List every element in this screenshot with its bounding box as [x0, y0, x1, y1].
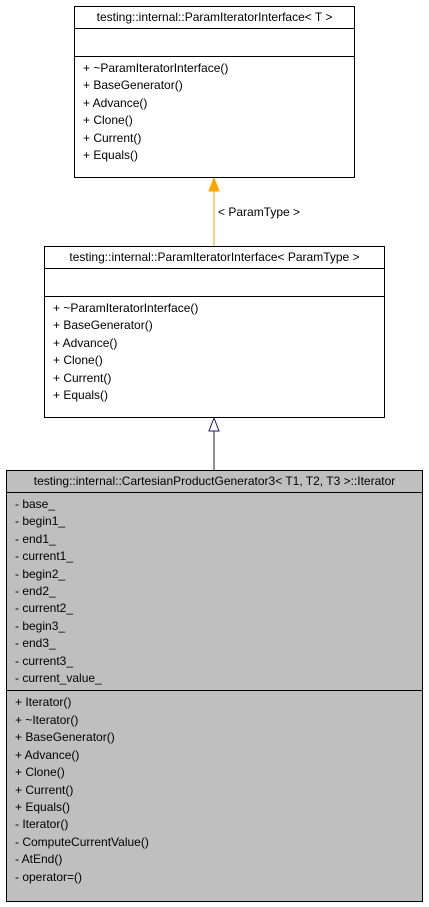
method: + Equals(): [83, 148, 139, 163]
method: + Current(): [53, 370, 112, 385]
class-name: testing::internal::CartesianProductGener…: [7, 471, 422, 493]
methods-section: + Iterator() + ~Iterator() + BaseGenerat…: [7, 691, 422, 888]
method: - AtEnd(): [15, 852, 63, 867]
method: + BaseGenerator(): [53, 318, 153, 333]
attribute: - current_value_: [15, 671, 102, 686]
method: + ~ParamIteratorInterface(): [83, 61, 229, 75]
inheritance-arrowhead: [208, 416, 220, 432]
class-name: testing::internal::ParamIteratorInterfac…: [75, 7, 354, 29]
method: - ComputeCurrentValue(): [15, 834, 149, 849]
method: + Equals(): [53, 388, 109, 403]
method: + Clone(): [83, 113, 133, 128]
method: + BaseGenerator(): [15, 730, 115, 745]
attribute: - begin1_: [15, 514, 66, 529]
method: + Advance(): [15, 747, 80, 762]
method: + Equals(): [15, 799, 71, 814]
method: - Iterator(): [15, 817, 69, 832]
attribute: - current2_: [15, 601, 74, 616]
attribute: - begin2_: [15, 566, 66, 581]
method: + Advance(): [83, 95, 148, 110]
attributes-section: [45, 269, 384, 297]
class-box-param-iterator-interface-t[interactable]: testing::internal::ParamIteratorInterfac…: [74, 6, 355, 178]
attribute: - end2_: [15, 584, 56, 599]
attribute: - current3_: [15, 653, 74, 668]
method: + Clone(): [53, 353, 103, 368]
method: + ~ParamIteratorInterface(): [53, 301, 199, 315]
method: + Current(): [83, 130, 142, 145]
class-box-cartesian-product-iterator[interactable]: testing::internal::CartesianProductGener…: [6, 470, 423, 902]
attribute: - current1_: [15, 549, 74, 564]
attribute: - base_: [15, 497, 56, 511]
attribute: - end1_: [15, 531, 56, 546]
class-box-param-iterator-interface-paramtype[interactable]: testing::internal::ParamIteratorInterfac…: [44, 246, 385, 418]
attribute: - end3_: [15, 636, 56, 651]
method: + Advance(): [53, 335, 118, 350]
method: - operator=(): [15, 869, 83, 884]
attribute: - begin3_: [15, 618, 66, 633]
attributes-section: [75, 29, 354, 57]
method: + Current(): [15, 782, 74, 797]
template-binding-label: < ParamType >: [218, 205, 301, 219]
methods-section: + ~ParamIteratorInterface() + BaseGenera…: [75, 57, 354, 167]
method: + BaseGenerator(): [83, 78, 183, 93]
method: + Clone(): [15, 765, 65, 780]
method: + Iterator(): [15, 695, 72, 710]
class-name: testing::internal::ParamIteratorInterfac…: [45, 247, 384, 269]
methods-section: + ~ParamIteratorInterface() + BaseGenera…: [45, 297, 384, 407]
method: + ~Iterator(): [15, 712, 79, 727]
template-binding-arrowhead: [208, 176, 220, 192]
attributes-section: - base_ - begin1_ - end1_ - current1_ - …: [7, 493, 422, 692]
